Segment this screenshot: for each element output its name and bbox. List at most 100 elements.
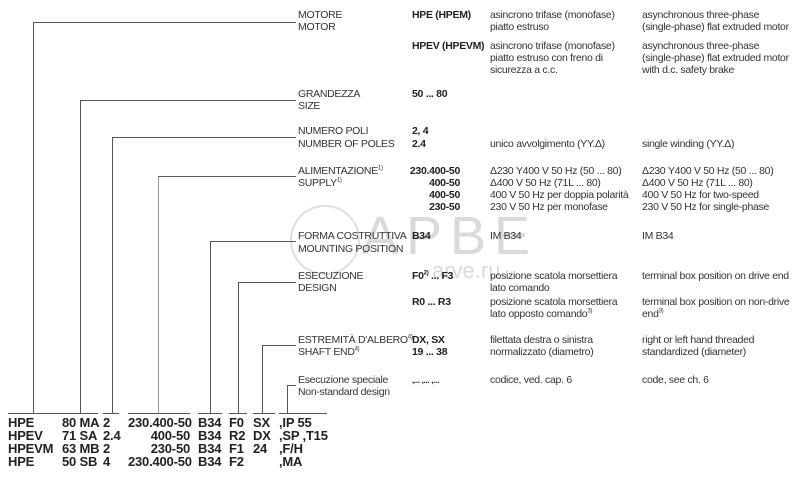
footnote: 2) (423, 270, 429, 277)
desc-en: IM B34 (642, 230, 674, 242)
desc-en: terminal box position on drive end (642, 270, 789, 282)
desc-en: code, see ch. 6 (642, 374, 709, 386)
desc-it: lato opposto comando3) (490, 308, 592, 321)
watermark-text: АРВЕ (362, 206, 539, 266)
label-number-of-poles: NUMBER OF POLES (298, 138, 395, 150)
desc-en: with d.c. safety brake (642, 64, 735, 76)
desc-text: end (642, 308, 659, 320)
label-alimentazione: ALIMENTAZIONE1) (298, 165, 383, 178)
table-cell: 24 (253, 441, 268, 456)
code-supply: 230.400-50 (409, 165, 460, 177)
table-cell: DX (253, 428, 271, 443)
table-cell: 2 (103, 415, 111, 430)
table-cell: 71 SA (62, 428, 98, 443)
desc-en: 230 V 50 Hz for single-phase (642, 201, 770, 213)
desc-it: Δ400 V 50 Hz (71L ... 80) (490, 177, 601, 189)
code-design-f: F02) ... F3 (412, 270, 453, 283)
label-text: SHAFT END (298, 346, 355, 358)
desc-en: terminal box position on non-drive (642, 296, 790, 308)
table-cell: B34 (198, 454, 222, 469)
desc-it: Δ230 Y400 V 50 Hz (50 ... 80) (490, 165, 622, 177)
desc-it: 400 V 50 Hz per doppia polarità (490, 189, 629, 201)
table-cell: 2 (103, 441, 111, 456)
table-cell: ,IP 55 (279, 415, 312, 430)
label-design: DESIGN (298, 282, 337, 294)
desc-text: lato opposto comando (490, 308, 588, 320)
label-forma-costruttiva: FORMA COSTRUTTIVA (298, 230, 407, 242)
code-supply: 400-50 (429, 189, 460, 201)
table-cell: 230.400-50 (128, 415, 192, 430)
footnote: 3) (658, 308, 664, 315)
code-special: ,... ,... ,... (412, 376, 439, 385)
code-shaft: DX, SX (412, 334, 445, 346)
table-cell: R2 (229, 428, 246, 443)
desc-en: 400 V 50 Hz for two-speed (642, 189, 759, 201)
label-numero-poli: NUMERO POLI (298, 125, 369, 137)
desc-it: posizione scatola morsettiera (490, 296, 618, 308)
table-cell: 80 MA (62, 415, 100, 430)
label-supply: SUPPLY1) (298, 177, 342, 190)
label-esecuzione-speciale: Esecuzione speciale (298, 374, 389, 386)
table-cell: HPE (8, 454, 35, 469)
table-cell: SX (253, 415, 270, 430)
label-text: ALIMENTAZIONE (298, 165, 378, 177)
desc-it: IM B34 (490, 230, 522, 242)
table-cell: 2.4 (103, 428, 121, 443)
code-text: F0 (412, 270, 424, 282)
table-cell: ,F/H (279, 441, 303, 456)
label-estremita-albero: ESTREMITÀ D'ALBERO4) (298, 334, 413, 347)
desc-it: piatto estruso con freno di (490, 52, 603, 64)
desc-en: Δ230 Y400 V 50 Hz (50 ... 80) (642, 165, 774, 177)
desc-en: single winding (YY.Δ) (642, 138, 735, 150)
desc-en: (single-phase) flat extruded motor (642, 21, 789, 33)
table-cell: ,SP ,T15 (279, 428, 328, 443)
desc-it: lato comando (490, 282, 550, 294)
desc-it: 230 V 50 Hz per monofase (490, 201, 608, 213)
code-poles: 2, 4 (412, 125, 429, 137)
table-cell: 50 SB (62, 454, 98, 469)
code-hpe: HPE (HPEM) (412, 9, 471, 21)
desc-it: piatto estruso (490, 21, 549, 33)
table-cell: 4 (103, 454, 111, 469)
table-cell: HPEV (8, 428, 43, 443)
footnote: 1) (336, 177, 342, 184)
table-cell: B34 (198, 415, 222, 430)
table-cell: 63 MB (62, 441, 100, 456)
label-mounting-position: MOUNTING POSITION (298, 243, 404, 255)
label-text: ESTREMITÀ D'ALBERO (298, 334, 408, 346)
desc-en: (single-phase) flat extruded motor (642, 52, 789, 64)
desc-it: asincrono trifase (monofase) (490, 40, 615, 52)
desc-en: Δ400 V 50 Hz (71L ... 80) (642, 177, 753, 189)
table-cell: 230.400-50 (128, 454, 192, 469)
label-esecuzione: ESECUZIONE (298, 270, 364, 282)
desc-it: asincrono trifase (monofase) (490, 9, 615, 21)
code-supply: 400-50 (429, 177, 460, 189)
desc-it: posizione scatola morsettiera (490, 270, 618, 282)
code-design-r: R0 ... R3 (412, 296, 451, 308)
label-grandezza: GRANDEZZA (298, 88, 361, 100)
table-cell: HPE (8, 415, 35, 430)
code-poles: 2.4 (412, 138, 426, 150)
label-shaft-end: SHAFT END4) (298, 346, 360, 359)
code-hpev: HPEV (HPEVM) (412, 40, 485, 52)
desc-it: unico avvolgimento (YY.Δ) (490, 138, 605, 150)
desc-en: asynchronous three-phase (642, 40, 760, 52)
table-cell: B34 (198, 428, 222, 443)
watermark-url: arve.ru (432, 258, 501, 283)
desc-it: normalizzato (diametro) (490, 346, 594, 358)
desc-en: end3) (642, 308, 664, 321)
footnote: 1) (377, 165, 383, 172)
label-text: SUPPLY (298, 177, 337, 189)
footnote: 4) (354, 346, 360, 353)
desc-it: sicurezza a c.c. (490, 64, 558, 76)
label-motore: MOTORE (298, 9, 343, 21)
table-cell: B34 (198, 441, 222, 456)
desc-it: filettata destra o sinistra (490, 334, 593, 346)
code-mounting: B34 (412, 230, 431, 242)
code-shaft: 19 ... 38 (412, 346, 448, 358)
table-cell: 230-50 (150, 441, 190, 456)
table-cell: HPEVM (8, 441, 54, 456)
watermark-logo (290, 205, 360, 275)
desc-en: right or left hand threaded (642, 334, 755, 346)
